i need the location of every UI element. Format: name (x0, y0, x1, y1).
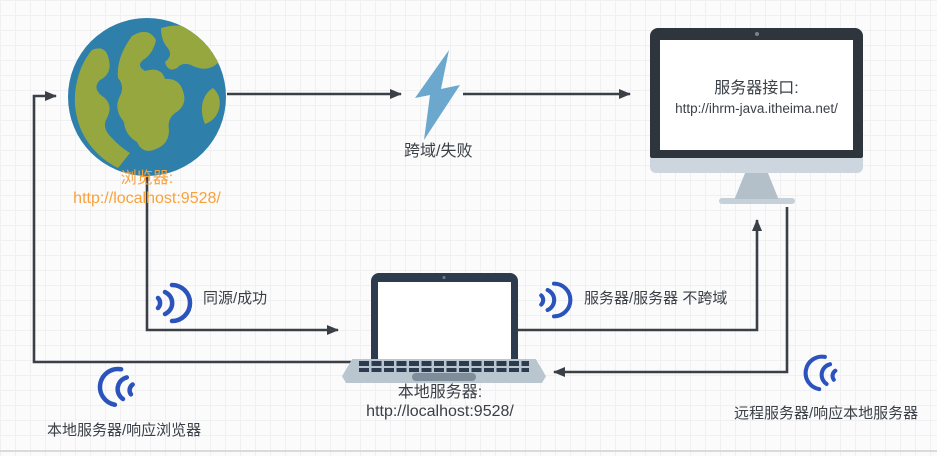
local-server-label: 本地服务器: (397, 384, 483, 401)
canvas-bottom-edge (0, 450, 937, 452)
arrow-remote-server-to-local-server (553, 207, 789, 377)
arrow-local-server-to-browser (32, 91, 351, 364)
laptop-screen (377, 282, 511, 359)
remote-responds-local-label: 远程服务器/响应本地服务器 (734, 405, 919, 422)
wifi-signal-icon (97, 366, 135, 407)
local-server-node (342, 273, 546, 383)
remote-server-node: 服务器接口: http://ihrm-java.itheima.net/ (650, 28, 863, 204)
laptop-icon (370, 273, 518, 359)
desktop-monitor-icon: 服务器接口: http://ihrm-java.itheima.net/ (650, 28, 863, 158)
monitor-stand (734, 173, 779, 199)
wifi-signal-icon (155, 282, 193, 324)
local-server-url: http://localhost:9528/ (366, 403, 514, 420)
keyboard-keys (359, 361, 529, 366)
remote-server-label: 服务器接口: (714, 80, 799, 97)
arrow-local-server-to-remote-server (518, 219, 762, 332)
local-responds-browser-label: 本地服务器/响应浏览器 (47, 422, 202, 439)
keyboard-keys (359, 367, 529, 372)
wifi-signal-icon (539, 281, 573, 319)
camera-dot-icon (442, 276, 446, 279)
browser-url: http://localhost:9528/ (73, 190, 221, 207)
arrow-browser-to-local-server (145, 172, 339, 335)
monitor-screen: 服务器接口: http://ihrm-java.itheima.net/ (660, 40, 853, 150)
monitor-chin (650, 158, 863, 173)
monitor-base (718, 198, 795, 204)
globe-icon (68, 18, 226, 176)
remote-server-url: http://ihrm-java.itheima.net/ (675, 101, 838, 116)
camera-dot-icon (754, 32, 759, 36)
server-to-server-label: 服务器/服务器 不跨域 (584, 290, 728, 307)
laptop-touchpad (412, 373, 476, 381)
browser-label: 浏览器: (120, 170, 174, 187)
laptop-base (342, 359, 546, 383)
cross-domain-fail-label: 跨域/失败 (404, 143, 473, 160)
wifi-signal-icon (803, 354, 838, 392)
same-origin-success-label: 同源/成功 (203, 290, 268, 307)
lightning-icon (415, 50, 460, 140)
